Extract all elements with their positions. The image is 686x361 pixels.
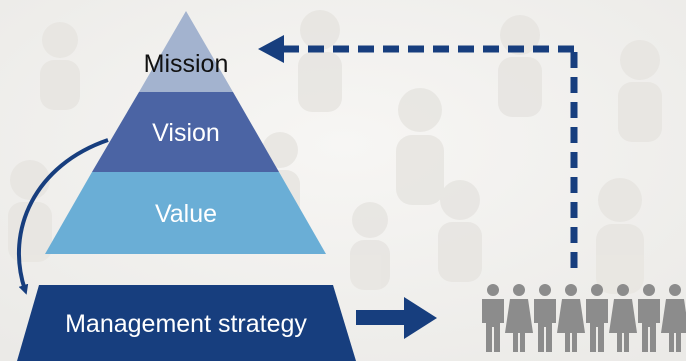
- people-group-icon: [482, 284, 686, 352]
- vision-label: Vision: [152, 119, 220, 147]
- dashed-feedback-arrow: [258, 35, 578, 268]
- curved-arrow-icon: [16, 138, 109, 295]
- management-strategy-block: Management strategy: [17, 285, 356, 361]
- person-female-icon: [557, 284, 585, 352]
- person-male-icon: [482, 284, 504, 352]
- person-female-icon: [609, 284, 637, 352]
- pyramid-vision-layer: [92, 92, 279, 172]
- value-label: Value: [155, 200, 217, 228]
- pyramid: Mission Vision Value: [45, 11, 326, 254]
- person-female-icon: [661, 284, 686, 352]
- person-male-icon: [534, 284, 556, 352]
- strategy-shape: [17, 285, 356, 361]
- background-crowd-pattern: [8, 10, 662, 294]
- pyramid-value-layer: [45, 172, 326, 254]
- mission-label: Mission: [144, 50, 229, 78]
- person-male-icon: [586, 284, 608, 352]
- pyramid-mission-layer: [139, 11, 233, 92]
- arrow-right-icon: [356, 297, 437, 339]
- person-female-icon: [505, 284, 533, 352]
- person-male-icon: [638, 284, 660, 352]
- strategy-label: Management strategy: [65, 310, 307, 338]
